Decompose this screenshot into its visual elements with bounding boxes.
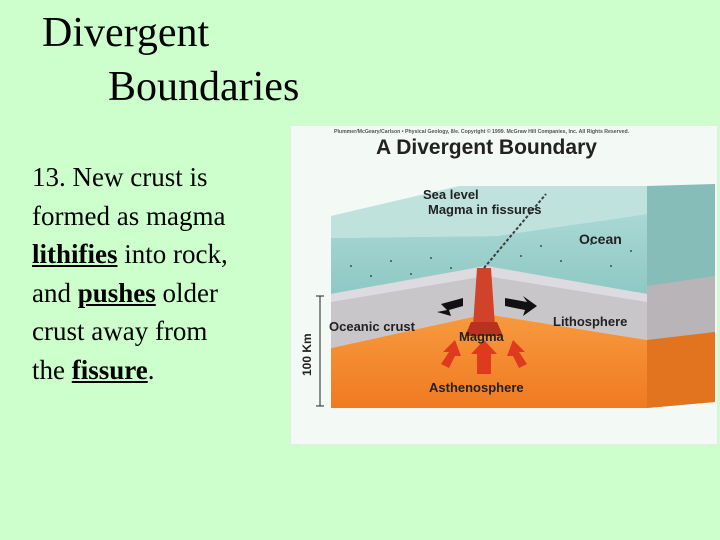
divergent-boundary-diagram: Plummer/McGeary/Carlson • Physical Geolo… bbox=[300, 128, 715, 408]
body-line-3: lithifies into rock, bbox=[32, 235, 302, 274]
label-magma-in-fissures: Magma in fissures bbox=[428, 202, 541, 217]
slide-title-line2: Boundaries bbox=[108, 64, 300, 110]
slide-title-line1: Divergent bbox=[42, 10, 210, 56]
keyword-lithifies: lithifies bbox=[32, 239, 118, 269]
body-line-6: the fissure. bbox=[32, 351, 302, 390]
block-right-face-asthenosphere bbox=[647, 332, 715, 408]
magma-chamber bbox=[465, 322, 503, 336]
upwelling-arrow-right bbox=[507, 340, 527, 368]
label-asthenosphere: Asthenosphere bbox=[429, 380, 524, 395]
push-arrow-left bbox=[437, 298, 463, 316]
label-oceanic-crust: Oceanic crust bbox=[329, 319, 416, 334]
body-line-4: and pushes older bbox=[32, 274, 302, 313]
upwelling-arrow-left bbox=[441, 340, 461, 368]
body-line-1: 13. New crust is bbox=[32, 162, 208, 192]
push-arrow-right bbox=[505, 296, 537, 316]
figure-title: A Divergent Boundary bbox=[376, 136, 597, 159]
body-line-4-rest: older bbox=[155, 277, 219, 308]
depth-label: 100 Km bbox=[300, 333, 314, 376]
label-lithosphere: Lithosphere bbox=[553, 314, 627, 329]
label-ocean: Ocean bbox=[579, 231, 622, 247]
upwelling-arrow-center bbox=[471, 340, 497, 374]
label-magma: Magma bbox=[459, 329, 505, 344]
body-line-4-pre: and bbox=[32, 277, 78, 308]
upwelling-arrows bbox=[441, 340, 527, 374]
magma-column bbox=[473, 268, 495, 326]
divergent-boundary-figure: Plummer/McGeary/Carlson • Physical Geolo… bbox=[290, 125, 718, 445]
keyword-pushes: pushes bbox=[77, 277, 156, 308]
label-sea-level: Sea level bbox=[423, 187, 479, 202]
body-line-3-rest: into rock, bbox=[117, 239, 228, 269]
slide-body-text: 13. New crust is formed as magma lithifi… bbox=[32, 158, 302, 389]
body-line-6-rest: . bbox=[147, 354, 155, 385]
body-line-2: formed as magma bbox=[32, 200, 226, 231]
ocean-floor-speckles bbox=[350, 243, 632, 277]
block-right-face-lithosphere bbox=[647, 276, 715, 340]
magma-fissure-line bbox=[483, 193, 547, 269]
body-line-6-pre: the bbox=[32, 354, 72, 385]
figure-copyright: Plummer/McGeary/Carlson • Physical Geolo… bbox=[334, 128, 630, 135]
ocean-top-surface bbox=[331, 186, 647, 238]
keyword-fissure: fissure bbox=[71, 354, 148, 385]
body-line-5: crust away from bbox=[32, 316, 208, 346]
